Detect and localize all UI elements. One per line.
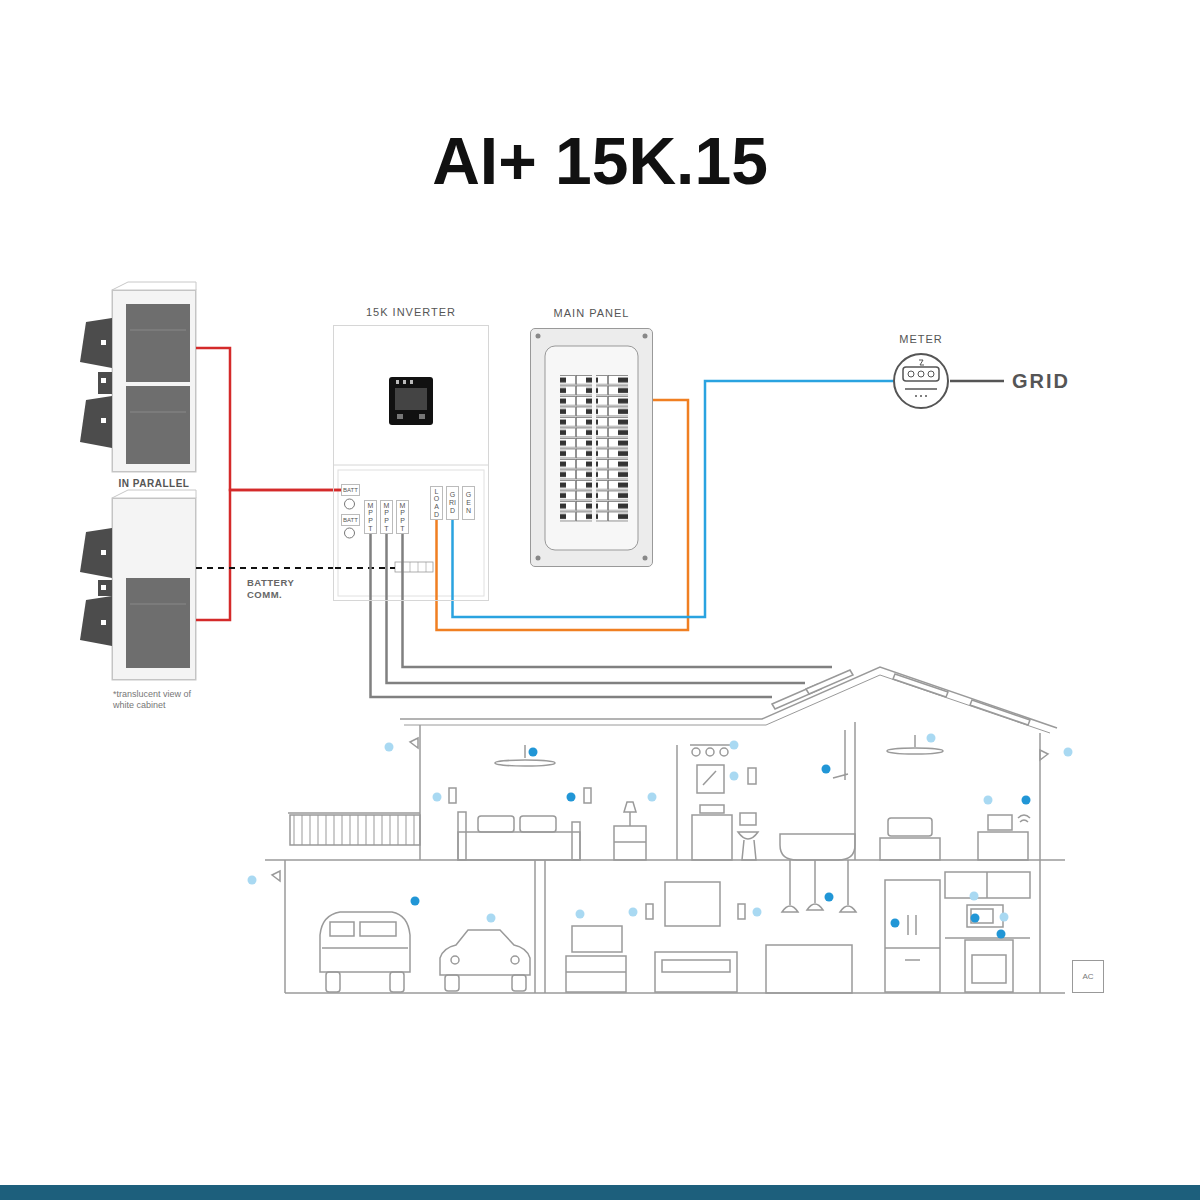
house-illustration — [265, 667, 1065, 993]
inverter-art — [333, 377, 489, 596]
utility-meter: METER — [893, 353, 949, 409]
meter-art — [903, 360, 1004, 397]
load-terminal: LOAD — [430, 486, 443, 520]
mppt-terminal: MPPT — [380, 500, 393, 534]
mppt-terminal: MPPT — [364, 500, 377, 534]
ac-unit: AC — [1072, 960, 1104, 993]
terminal-label: MPPT — [399, 502, 406, 533]
component-heading: METER — [895, 333, 947, 346]
wire-connector — [196, 348, 341, 490]
main-panel: MAIN PANEL — [530, 328, 653, 567]
grid-label: GRID — [1012, 371, 1070, 391]
grid-terminal: GRID — [446, 486, 459, 520]
mppt-terminal: MPPT — [396, 500, 409, 534]
terminal-label: LOAD — [433, 488, 440, 519]
terminal-label: BATT — [343, 517, 358, 523]
terminal-label: GEN — [465, 491, 472, 514]
inverter-box: 15K INVERTERBATTBATTMPPTMPPTMPPTLOADGRID… — [333, 325, 489, 601]
battery-cabinet: *translucent view of white cabinet — [112, 498, 196, 680]
battery-cabinet-art — [80, 282, 196, 680]
terminal-label: GRID — [449, 491, 456, 514]
component-heading: MAIN PANEL — [531, 307, 652, 320]
terminal-label: BATT — [343, 487, 358, 493]
connector-label: BATTERY COMM. — [247, 577, 309, 601]
battery-terminal: BATT — [341, 514, 360, 526]
battery-terminal: BATT — [341, 484, 360, 496]
footer-bar — [0, 1185, 1200, 1200]
cabinet-caption: IN PARALLEL — [113, 478, 195, 490]
light-dots — [248, 734, 1073, 939]
component-heading: 15K INVERTER — [334, 306, 488, 319]
cabinet-note: *translucent view of white cabinet — [113, 689, 197, 711]
wire-connector — [437, 400, 689, 630]
wire-connector — [196, 567, 333, 569]
diagram-title: AI+ 15K.15 — [0, 128, 1200, 194]
terminal-label: MPPT — [367, 502, 374, 533]
terminal-label: MPPT — [383, 502, 390, 533]
ac-label: AC — [1082, 972, 1093, 981]
wire-connector — [453, 381, 894, 617]
wire-connector — [196, 490, 341, 620]
gen-terminal: GEN — [462, 486, 475, 520]
battery-cabinet: IN PARALLEL — [112, 290, 196, 472]
panel-art — [531, 329, 652, 566]
